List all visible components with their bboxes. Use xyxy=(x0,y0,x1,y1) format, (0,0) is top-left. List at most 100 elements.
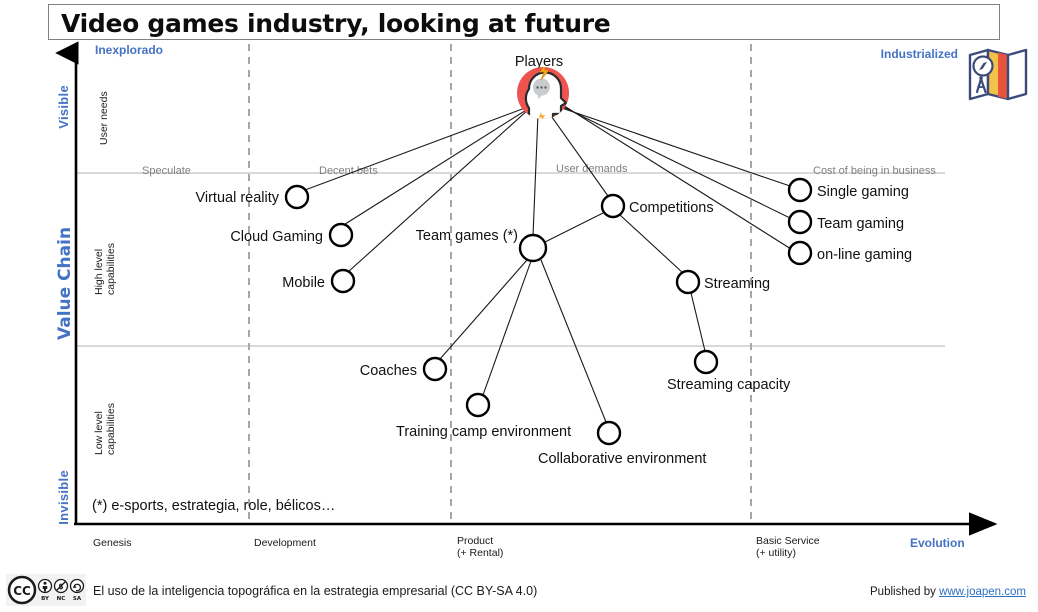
grid-horizontal-lines xyxy=(75,172,945,347)
svg-text:Low level: Low level xyxy=(93,411,105,455)
footer-license-text: El uso de la inteligencia topográfica en… xyxy=(93,584,538,598)
svg-text:Basic Service: Basic Service xyxy=(756,535,820,547)
link-players-team-gaming xyxy=(556,103,791,219)
node-dot xyxy=(284,184,310,210)
node-label-players: Players xyxy=(515,54,563,70)
node-collaborative-environment[interactable]: Collaborative environment xyxy=(538,420,706,467)
link-players-cloud-gaming xyxy=(341,106,532,227)
player-head-icon xyxy=(524,67,568,119)
node-label: Collaborative environment xyxy=(538,451,706,467)
node-dot xyxy=(596,420,622,446)
svg-text:(+ Rental): (+ Rental) xyxy=(457,547,503,559)
axis-title-value-chain: Value Chain xyxy=(55,227,75,340)
node-label: Team gaming xyxy=(817,216,904,232)
node-virtual-reality[interactable]: Virtual reality xyxy=(195,184,310,210)
link-players-on-line-gaming xyxy=(557,101,792,250)
node-label: Virtual reality xyxy=(195,190,279,206)
link-players-competitions xyxy=(548,112,609,197)
svg-text:capabilities: capabilities xyxy=(105,243,117,295)
node-dot xyxy=(787,209,813,235)
axis-lines xyxy=(55,41,998,536)
node-label: Streaming xyxy=(704,276,770,292)
node-label: on-line gaming xyxy=(817,247,912,263)
svg-text:SA: SA xyxy=(73,596,82,602)
published-prefix: Published by xyxy=(870,586,940,598)
node-label: Competitions xyxy=(629,200,714,216)
title-box: Video games industry, looking at future xyxy=(48,4,1000,40)
svg-text:Genesis: Genesis xyxy=(93,537,132,549)
link-streaming-streaming-capacity xyxy=(690,292,706,352)
footer-published: Published by www.joapen.com xyxy=(870,586,1026,598)
node-label: Coaches xyxy=(360,363,417,379)
publisher-link[interactable]: www.joapen.com xyxy=(939,586,1026,598)
label-industrialized: Industrialized xyxy=(881,47,958,61)
node-label: Mobile xyxy=(282,275,325,291)
node-dot xyxy=(693,349,719,375)
svg-text:NC: NC xyxy=(57,596,66,602)
node-team-games[interactable]: Team games (*) xyxy=(416,228,548,263)
band-label-high-level: High level capabilities xyxy=(93,243,117,295)
x-axis-tick-basic-service: Basic Service (+ utility) xyxy=(756,535,820,559)
node-cloud-gaming[interactable]: Cloud Gaming xyxy=(230,222,354,248)
link-players-single-gaming xyxy=(555,105,791,187)
link-players-virtual-reality xyxy=(296,104,534,194)
node-coaches[interactable]: Coaches xyxy=(360,356,448,382)
node-single-gaming[interactable]: Single gaming xyxy=(787,177,909,203)
link-team-games-coaches xyxy=(439,259,528,360)
grid-vertical-lines xyxy=(248,44,752,522)
node-dot xyxy=(465,392,491,418)
node-label: Training camp environment xyxy=(396,424,571,440)
node-dot xyxy=(328,222,354,248)
node-label: Single gaming xyxy=(817,184,909,200)
svg-text:capabilities: capabilities xyxy=(105,403,117,455)
node-mobile[interactable]: Mobile xyxy=(282,268,356,294)
svg-text:Development: Development xyxy=(254,537,316,549)
x-axis-title-evolution: Evolution xyxy=(910,536,965,550)
x-axis-tick-genesis: Genesis xyxy=(93,537,132,549)
label-inexplorado: Inexplorado xyxy=(95,43,163,57)
stage-label-user-demands: User demands xyxy=(556,163,628,175)
node-label: Team games (*) xyxy=(416,228,518,244)
x-axis-tick-development: Development xyxy=(254,537,316,549)
link-team-games-competitions xyxy=(544,212,604,243)
link-team-games-training-camp xyxy=(482,260,532,396)
page-title: Video games industry, looking at future xyxy=(61,9,611,38)
node-dot xyxy=(330,268,356,294)
creative-commons-badge: CC BY $ NC SA xyxy=(6,574,86,606)
node-label: Streaming capacity xyxy=(667,377,791,393)
stage-label-speculate: Speculate xyxy=(142,165,191,177)
node-dot xyxy=(422,356,448,382)
link-competitions-streaming xyxy=(619,214,684,274)
link-team-games-collaborative xyxy=(540,259,607,423)
axis-label-invisible: Invisible xyxy=(56,470,71,525)
node-label: Cloud Gaming xyxy=(230,229,323,245)
map-links xyxy=(296,101,792,423)
svg-text:(+ utility): (+ utility) xyxy=(756,547,796,559)
node-streaming[interactable]: Streaming xyxy=(675,269,770,295)
axis-label-visible: Visible xyxy=(56,85,71,129)
link-players-team-games xyxy=(532,113,539,237)
svg-text:CC: CC xyxy=(13,584,31,598)
footnote-asterisk: (*) e-sports, estrategia, role, bélicos… xyxy=(92,498,335,514)
node-dot xyxy=(787,177,813,203)
node-competitions[interactable]: Competitions xyxy=(600,193,714,219)
link-players-mobile xyxy=(347,108,530,273)
node-on-line-gaming[interactable]: on-line gaming xyxy=(787,240,912,266)
stage-label-decent-bets: Decent bets xyxy=(319,165,378,177)
node-dot xyxy=(600,193,626,219)
node-training-camp-environment[interactable]: Training camp environment xyxy=(396,392,571,440)
svg-text:Product: Product xyxy=(457,535,493,547)
node-dot xyxy=(675,269,701,295)
band-label-low-level: Low level capabilities xyxy=(93,403,117,455)
node-dot xyxy=(787,240,813,266)
svg-text:High level: High level xyxy=(93,249,105,295)
stage-label-cost-of-business: Cost of being in business xyxy=(813,165,936,177)
node-dot xyxy=(518,233,548,263)
node-streaming-capacity[interactable]: Streaming capacity xyxy=(667,349,791,393)
node-players[interactable]: Players xyxy=(515,54,569,123)
folded-map-icon xyxy=(968,48,1028,101)
x-axis-tick-product: Product (+ Rental) xyxy=(457,535,503,559)
node-team-gaming[interactable]: Team gaming xyxy=(787,209,904,235)
